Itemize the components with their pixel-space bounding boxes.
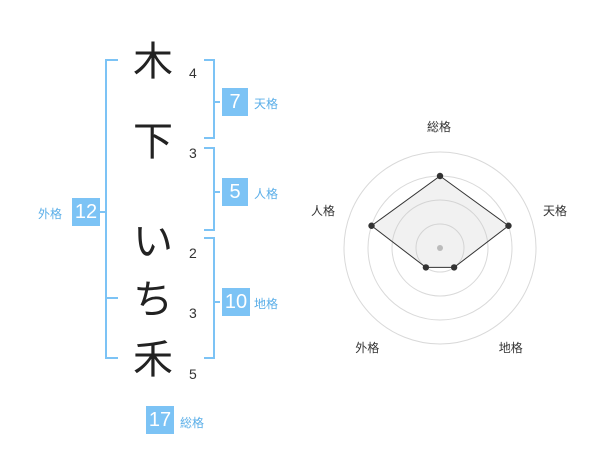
name-char-3: い (133, 219, 173, 265)
radar-axis-label-2: 天格 (543, 204, 568, 219)
radar-axis-label-1: 総格 (427, 120, 452, 134)
chikaku-bracket (204, 237, 215, 359)
name-char-1: 木 (133, 39, 173, 85)
radar-axis-label-4: 外格 (355, 340, 380, 355)
jinkaku-badge: 5 (222, 178, 248, 206)
radar-axis-label-5: 人格 (310, 204, 335, 219)
tenkaku-label: 天格 (254, 97, 279, 111)
jinkaku-label: 人格 (254, 187, 279, 201)
radar-grid-ring-1 (415, 223, 465, 273)
stroke-count-2: 3 (189, 145, 197, 161)
radar-data-polygon (370, 175, 510, 268)
name-char-2: 下 (133, 119, 173, 165)
radar-point-1 (436, 172, 444, 180)
name-char-4: ち (133, 277, 173, 323)
tenkaku-badge: 7 (222, 88, 248, 116)
radar-point-5 (368, 222, 375, 229)
soukaku-label: 総格 (180, 416, 205, 430)
name-char-5: 禾 (133, 337, 173, 383)
chikaku-label: 地格 (254, 297, 279, 311)
jinkaku-bracket (204, 147, 215, 231)
radar-point-2 (505, 222, 512, 229)
soukaku-badge: 17 (146, 406, 174, 434)
gaikaku-label: 外格 (38, 207, 63, 221)
stroke-count-3: 2 (189, 245, 197, 261)
gaikaku-badge: 12 (72, 198, 100, 226)
radar-point-4 (422, 264, 430, 271)
stroke-count-1: 4 (189, 65, 197, 81)
chikaku-badge: 10 (222, 288, 250, 316)
radar-axis-label-3: 地格 (498, 340, 523, 355)
stroke-count-4: 3 (189, 305, 197, 321)
radar-grid-ring-2 (391, 199, 489, 297)
tenkaku-bracket (204, 59, 215, 139)
radar-point-3 (450, 264, 458, 271)
gaikaku-bracket (105, 59, 118, 359)
stroke-count-5: 5 (189, 366, 197, 382)
radar-center-point (437, 245, 443, 251)
